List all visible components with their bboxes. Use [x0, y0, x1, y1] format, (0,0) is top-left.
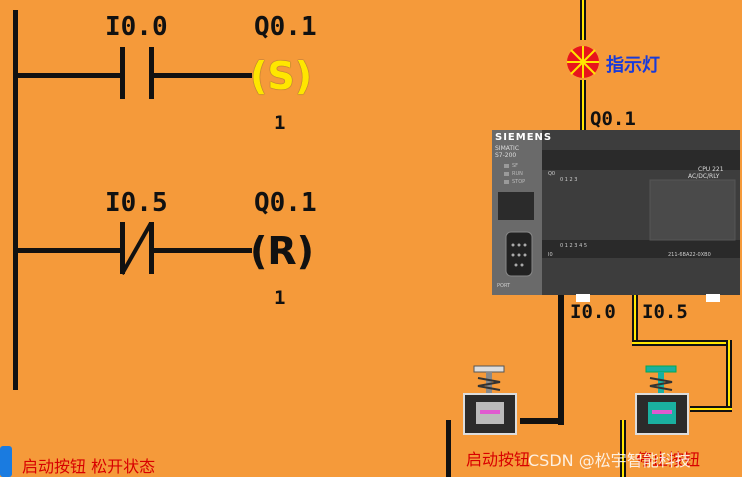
indicator-lamp-icon — [567, 46, 599, 78]
indicator-label: 指示灯 — [606, 55, 660, 76]
rung1-contact-address: I0.0 — [105, 12, 168, 42]
plc-output-numbers: 0 1 2 3 — [560, 177, 578, 183]
rung1-contact-right-bar — [149, 47, 154, 99]
rung2-coil-address: Q0.1 — [254, 188, 317, 218]
plc-input-mark: I0 — [548, 252, 553, 258]
stop-button-label: 停止按钮 — [636, 450, 701, 469]
plc-port-cover — [498, 192, 534, 220]
start-input-address: I0.0 — [570, 301, 616, 323]
watermark: CSDN @松宇智能科技 — [528, 451, 691, 470]
rung2-contact-left-bar — [120, 222, 125, 274]
plc-brand: SIEMENS — [495, 132, 553, 143]
rung1-wire-left — [18, 73, 120, 78]
stop-button-icon — [635, 365, 689, 435]
stop-input-address: I0.5 — [642, 301, 688, 323]
rung1-wire-right — [154, 73, 252, 78]
rung2-wire-right — [154, 248, 252, 253]
plc-power-type: AC/DC/RLY — [688, 173, 720, 180]
rung2-contact-address: I0.5 — [105, 188, 168, 218]
plc-output-mark: Q0 — [548, 171, 556, 177]
rung1-coil-count: 1 — [274, 112, 286, 134]
rung1-set-coil: (S) — [250, 54, 313, 98]
rung2-reset-coil: (R) — [250, 229, 314, 273]
rung2-wire-left — [18, 248, 120, 253]
plc-model-family: S7-200 — [495, 152, 517, 159]
start-wire-horizontal — [520, 418, 564, 424]
plc-series: SIMATIC — [495, 145, 520, 152]
state-caption: 启动按钮 松开状态 — [22, 457, 156, 476]
plc-input-numbers: 0 1 2 3 4 5 — [560, 243, 588, 249]
rung1-contact-left-bar — [120, 47, 125, 99]
plc-port-label: PORT — [497, 283, 511, 289]
start-button-label: 启动按钮 — [466, 450, 531, 469]
plc-unit — [492, 130, 740, 302]
caption-badge — [0, 446, 12, 477]
indicator-output-address: Q0.1 — [590, 108, 636, 130]
start-wire-down — [446, 420, 451, 477]
start-wire-vertical — [558, 295, 564, 425]
rung2-contact-right-bar — [149, 222, 154, 274]
start-button-icon — [463, 365, 517, 435]
plc-cpu-type: CPU 221 — [698, 166, 724, 173]
rung2-coil-count: 1 — [274, 287, 286, 309]
rung1-coil-address: Q0.1 — [254, 12, 317, 42]
rung2-contact-slash — [120, 222, 153, 275]
plc-order-number: 211-6BA22-0XB0 — [668, 252, 711, 258]
left-power-rail — [13, 10, 18, 390]
